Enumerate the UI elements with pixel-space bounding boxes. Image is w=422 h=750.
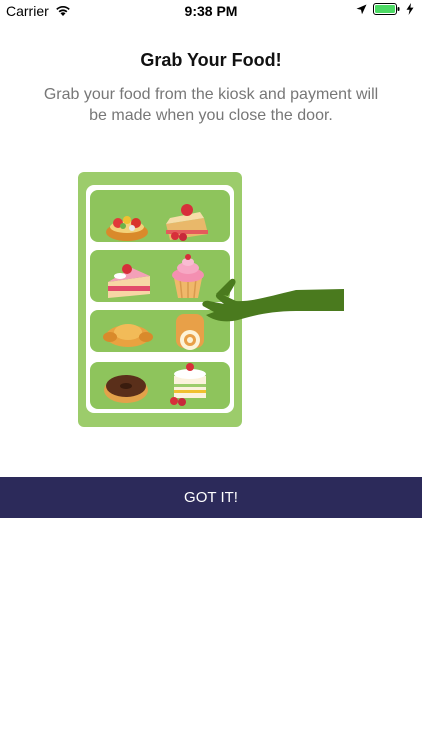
status-time: 9:38 PM: [184, 3, 238, 19]
pink-cupcake: [172, 254, 204, 299]
page-title: Grab Your Food!: [140, 50, 282, 70]
cake-slice: [166, 204, 208, 241]
kiosk-illustration: [78, 172, 344, 427]
got-it-button[interactable]: GOT IT!: [0, 477, 422, 518]
croissant: [103, 324, 153, 347]
carrier-label: Carrier: [6, 3, 49, 19]
wifi-icon: [55, 5, 70, 16]
instruction-text: Grab your food from the kiosk and paymen…: [43, 86, 379, 124]
status-bar: Carrier 9:38 PM: [0, 0, 422, 22]
fruit-tart: [106, 216, 148, 241]
chocolate-donut: [104, 375, 148, 403]
charging-bolt-icon: [406, 3, 414, 15]
cream-cake: [170, 363, 206, 406]
location-arrow-icon: [356, 4, 367, 14]
hand-illustration: [202, 289, 344, 322]
battery-icon: [373, 3, 400, 15]
strawberry-shortcake: [108, 264, 150, 298]
swiss-roll: [176, 314, 204, 350]
